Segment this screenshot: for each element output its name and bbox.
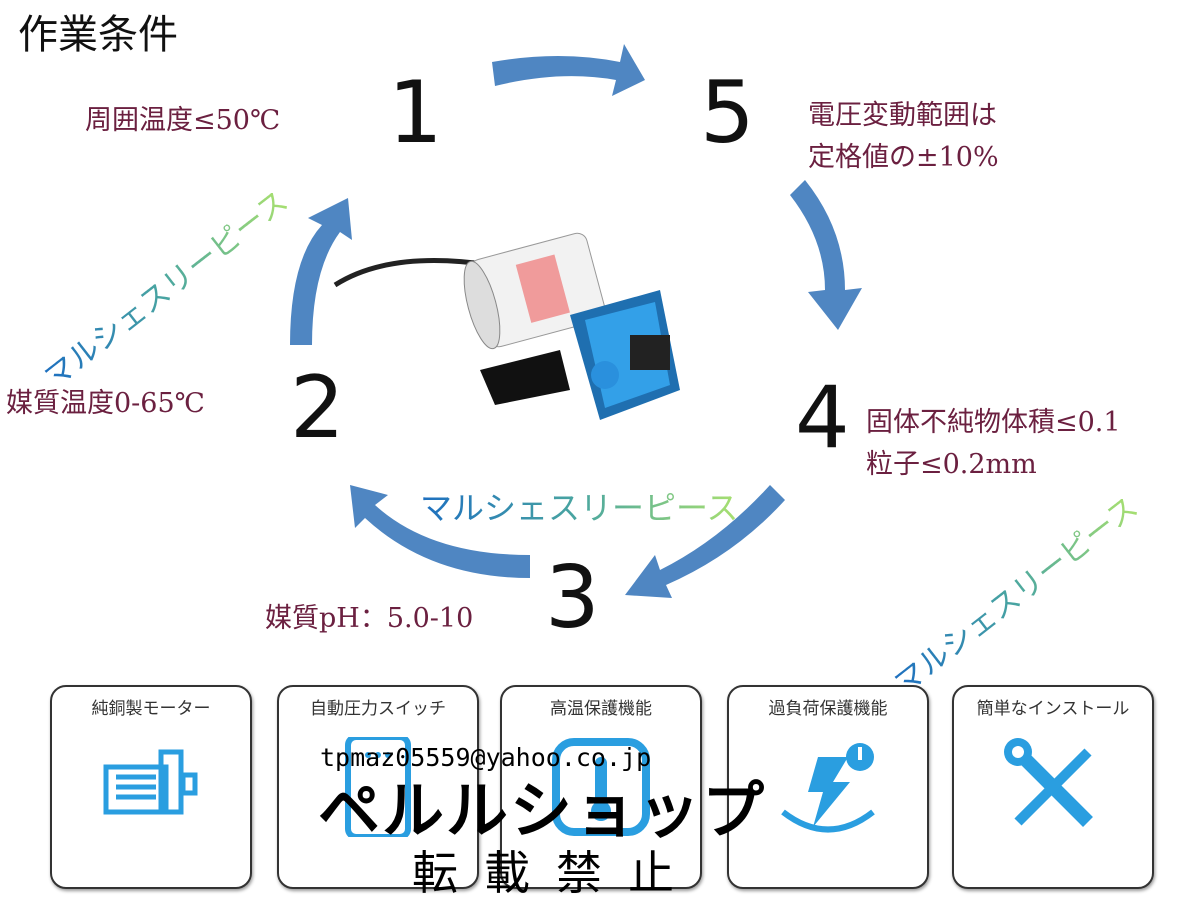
arrow-2-to-1: [290, 198, 352, 345]
feature-card-high-temp-protection: 高温保護機能: [500, 685, 702, 889]
watermark-shop: ペルルショップ: [318, 774, 767, 847]
arrow-3-to-2: [350, 485, 530, 578]
arrow-1-to-5: [492, 44, 645, 96]
step-number-1: 1: [388, 63, 443, 163]
arrow-4-to-3: [625, 485, 785, 598]
condition-ambient-temp: 周囲温度≤50℃: [85, 105, 281, 136]
cycle-arrows: [290, 44, 862, 598]
feature-card-easy-install: 簡単なインストール: [952, 685, 1154, 889]
feature-label: 純銅製モーター: [91, 699, 211, 719]
step-number-3: 3: [545, 548, 600, 648]
condition-medium-temp: 媒質温度0-65℃: [6, 388, 205, 419]
condition-line: 電圧変動範囲は: [808, 100, 997, 131]
condition-ph: 媒質pH：5.0-10: [265, 603, 474, 634]
page-title: 作業条件: [18, 12, 178, 58]
watermark-brand-center: マルシェスリーピース: [420, 489, 739, 527]
condition-line: 粒子≤0.2mm: [866, 448, 1037, 480]
feature-label: 簡単なインストール: [976, 699, 1130, 719]
feature-card-overload-protection: 過負荷保護機能: [727, 685, 929, 889]
arrow-5-to-4: [790, 180, 862, 330]
step-number-5: 5: [700, 63, 755, 163]
feature-card-copper-motor: 純銅製モーター: [50, 685, 252, 889]
condition-line: 固体不純物体積≤0.1: [866, 407, 1121, 438]
step-number-4: 4: [795, 368, 850, 468]
watermark-email: tpmaz05559@yahoo.co.jp: [320, 743, 652, 772]
feature-label: 高温保護機能: [550, 699, 652, 719]
step-number-2: 2: [290, 358, 345, 458]
condition-line: 定格値の±10%: [808, 141, 999, 173]
feature-label: 過負荷保護機能: [768, 699, 888, 719]
motor-icon: [103, 749, 198, 815]
pump-image: [333, 232, 680, 420]
condition-impurities: 固体不純物体積≤0.1 粒子≤0.2mm: [866, 402, 1121, 486]
thermometer-icon: [552, 738, 650, 836]
overload-icon: [781, 743, 875, 833]
feature-label: 自動圧力スイッチ: [310, 699, 446, 719]
condition-voltage: 電圧変動範囲は 定格値の±10%: [808, 95, 999, 179]
pressure-switch-icon: [345, 737, 411, 837]
wrench-screwdriver-icon: [1004, 738, 1093, 827]
watermark-no-reprint: 転載禁止: [412, 846, 700, 900]
feature-card-pressure-switch: 自動圧力スイッチ: [277, 685, 479, 889]
